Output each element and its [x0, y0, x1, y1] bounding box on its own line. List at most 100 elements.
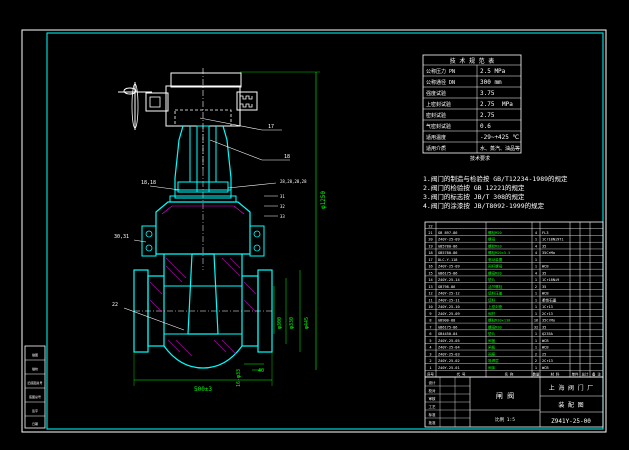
left-binding-strip: 描图 描校 旧底图总号 底图总号 签字 日期 [24, 345, 46, 429]
bom-header-cell: 单件 [572, 372, 579, 377]
spec-label: 适用介质 [426, 145, 446, 152]
bom-cell-mat: 25 [542, 352, 546, 356]
bom-cell-no: 22 [428, 224, 432, 228]
bom-cell-no: 3 [429, 352, 431, 356]
part-name: 装 配 图 [558, 401, 583, 409]
title-grid: 设计 校对 审核 工艺 标准 批准 [425, 377, 470, 427]
bom-cell-qty: 1 [535, 346, 537, 350]
title-block[interactable]: 设计 校对 审核 工艺 标准 批准 闸 阀 比例 1:5 上 海 阀 门 厂 装… [424, 376, 604, 428]
bom-cell-qty: 1 [535, 298, 537, 302]
bom-cell-qty: 1 [535, 278, 537, 282]
spec-value: -29~+425 ℃ [480, 134, 520, 141]
bom-cell-mat: 35 [542, 285, 546, 289]
spec-value: 水、蒸汽、油品等 [480, 145, 520, 152]
bom-cell-qty: 1 [535, 292, 537, 296]
bom-cell-code: DLC-Y-118 [438, 258, 457, 262]
bom-cell-qty: 4 [535, 271, 537, 275]
bom-cell-name: 垫片 [488, 277, 496, 282]
note-line: 2.阀门的检验按 GB 12221的规定 [423, 183, 525, 192]
bom-cell-no: 19 [428, 244, 432, 248]
bom-cell-qty: 1 [535, 332, 537, 336]
bom-cell-no: 13 [428, 285, 432, 289]
left-strip-label: 底图总号 [29, 394, 41, 399]
title-grid-label: 设计 [429, 380, 437, 385]
spec-label: 公称通径 DN [426, 79, 455, 86]
bom-header-cell: 代 号 [457, 372, 466, 377]
bom-header-cell: 数量 [533, 372, 540, 377]
bom-cell-mat: 1Cr18Ni9Ti [542, 238, 564, 242]
bom-cell-code: Z40Y-25-03 [438, 352, 460, 356]
bom-header-cell: 总计 [582, 372, 589, 377]
bom-header-cell: 名 称 [505, 372, 514, 377]
bom-cell-code: Z40Y-25-02 [438, 359, 460, 363]
scale-row: 比例 1:5 [495, 416, 515, 423]
bom-cell-code: GB6175-86 [438, 271, 457, 275]
technical-notes: 技术要求 1.阀门的制造与检验按 GB/T12234-1989的规定 2.阀门的… [423, 155, 568, 210]
bom-cell-mat: 1Cr13 [542, 305, 553, 309]
bom-cell-code: Z40Y-25-12 [438, 292, 460, 296]
bom-cell-qty: 1 [535, 305, 537, 309]
spec-value: 2.75 [480, 101, 495, 108]
bom-cell-no: 2 [429, 359, 431, 363]
bom-cell-code: Z40Y-25-14 [438, 278, 460, 282]
bom-cell-mat: WCB [542, 292, 549, 296]
bom-cell-name: 上密封座 [488, 304, 503, 309]
callout-flange-left: 30,31 [114, 234, 129, 240]
bom-cell-no: 1 [429, 366, 431, 370]
callouts: 17 18 18,18 28,28,28,28 30,31 22 31 32 3… [112, 117, 307, 331]
gate-valve-assembly[interactable]: φ1250 φ300 φ330 φ445 500±3 16-φ33 40 17 [112, 68, 327, 393]
bom-cell-mat: WCB [542, 339, 549, 343]
yoke-and-bonnet [141, 125, 265, 270]
bom-cell-mat: 35 [542, 325, 546, 329]
spec-table[interactable]: 技 术 规 范 表 公称压力 PN 2.5 MPa 公称通径 DN 300 mm… [422, 54, 522, 154]
left-strip-label: 旧底图总号 [27, 380, 42, 385]
bom-cell-code: GB 897-86 [438, 231, 457, 235]
drawing-code: Z941Y-25-00 [551, 418, 591, 425]
bom-cell-qty: 2 [535, 352, 537, 356]
bom-cell-qty: 1 [535, 258, 537, 262]
bom-cell-name: 螺栓M20 [488, 243, 502, 248]
bom-cell-qty: 4 [535, 244, 537, 248]
bom-cell-code: GB5780-86 [438, 251, 457, 255]
left-strip-label: 签字 [32, 408, 38, 413]
bom-header-cell: 材 料 [551, 372, 560, 377]
callout-rear-number: 33 [280, 214, 285, 219]
callout-rear-number: 31 [280, 194, 285, 199]
bom-cell-mat: Q235A [542, 332, 554, 336]
bom-cell-qty: 1 [535, 265, 537, 269]
bom-cell-qty: 4 [535, 251, 537, 255]
bom-cell-code: Z40Y-25-10 [438, 305, 460, 309]
left-strip-label: 日期 [32, 421, 38, 426]
bom-cell-no: 12 [428, 292, 432, 296]
bom-cell-code: GB6175-86 [438, 325, 457, 329]
spec-label: 气密封试验 [426, 123, 451, 130]
spec-value: 300 mm [480, 79, 502, 86]
bom-cell-name: 堆焊层 [488, 358, 499, 363]
bom-cell-code: Z40Y-25-04 [438, 346, 460, 350]
note-line: 1.阀门的制造与检验按 GB/T12234-1989的规定 [423, 174, 568, 183]
bom-cell-code: Z40Y-25-09 [438, 265, 460, 269]
bom-cell-qty: 2 [535, 285, 537, 289]
bom-cell-name: 螺栓M20 [488, 230, 502, 235]
callout-lower-left: 22 [112, 302, 118, 308]
bom-cell-qty: 16 [534, 319, 538, 323]
spec-value: 2.5 MPa [480, 68, 506, 75]
bom-cell-mat: 35CrMo [542, 319, 555, 323]
spec-label: 公称压力 PN [426, 68, 455, 75]
notes-title: 技术要求 [470, 155, 490, 162]
bom-cell-code: GB5780-86 [438, 244, 457, 248]
dim-bottom-2: 40 [258, 368, 264, 374]
spec-label: 密封试验 [426, 112, 446, 119]
bom-cell-name: 螺母 [488, 237, 496, 242]
dim-bottom-1: 16-φ33 [236, 369, 242, 387]
left-strip-label: 描图 [32, 352, 38, 357]
bom-cell-name: 阀座 [488, 351, 496, 356]
dim-bore-2: φ330 [289, 317, 295, 329]
bom-cell-code: Z40Y-25-11 [438, 298, 460, 302]
spec-value: 2.75 [480, 112, 495, 119]
actuator [118, 68, 258, 170]
bom-cell-no: 9 [429, 312, 431, 316]
